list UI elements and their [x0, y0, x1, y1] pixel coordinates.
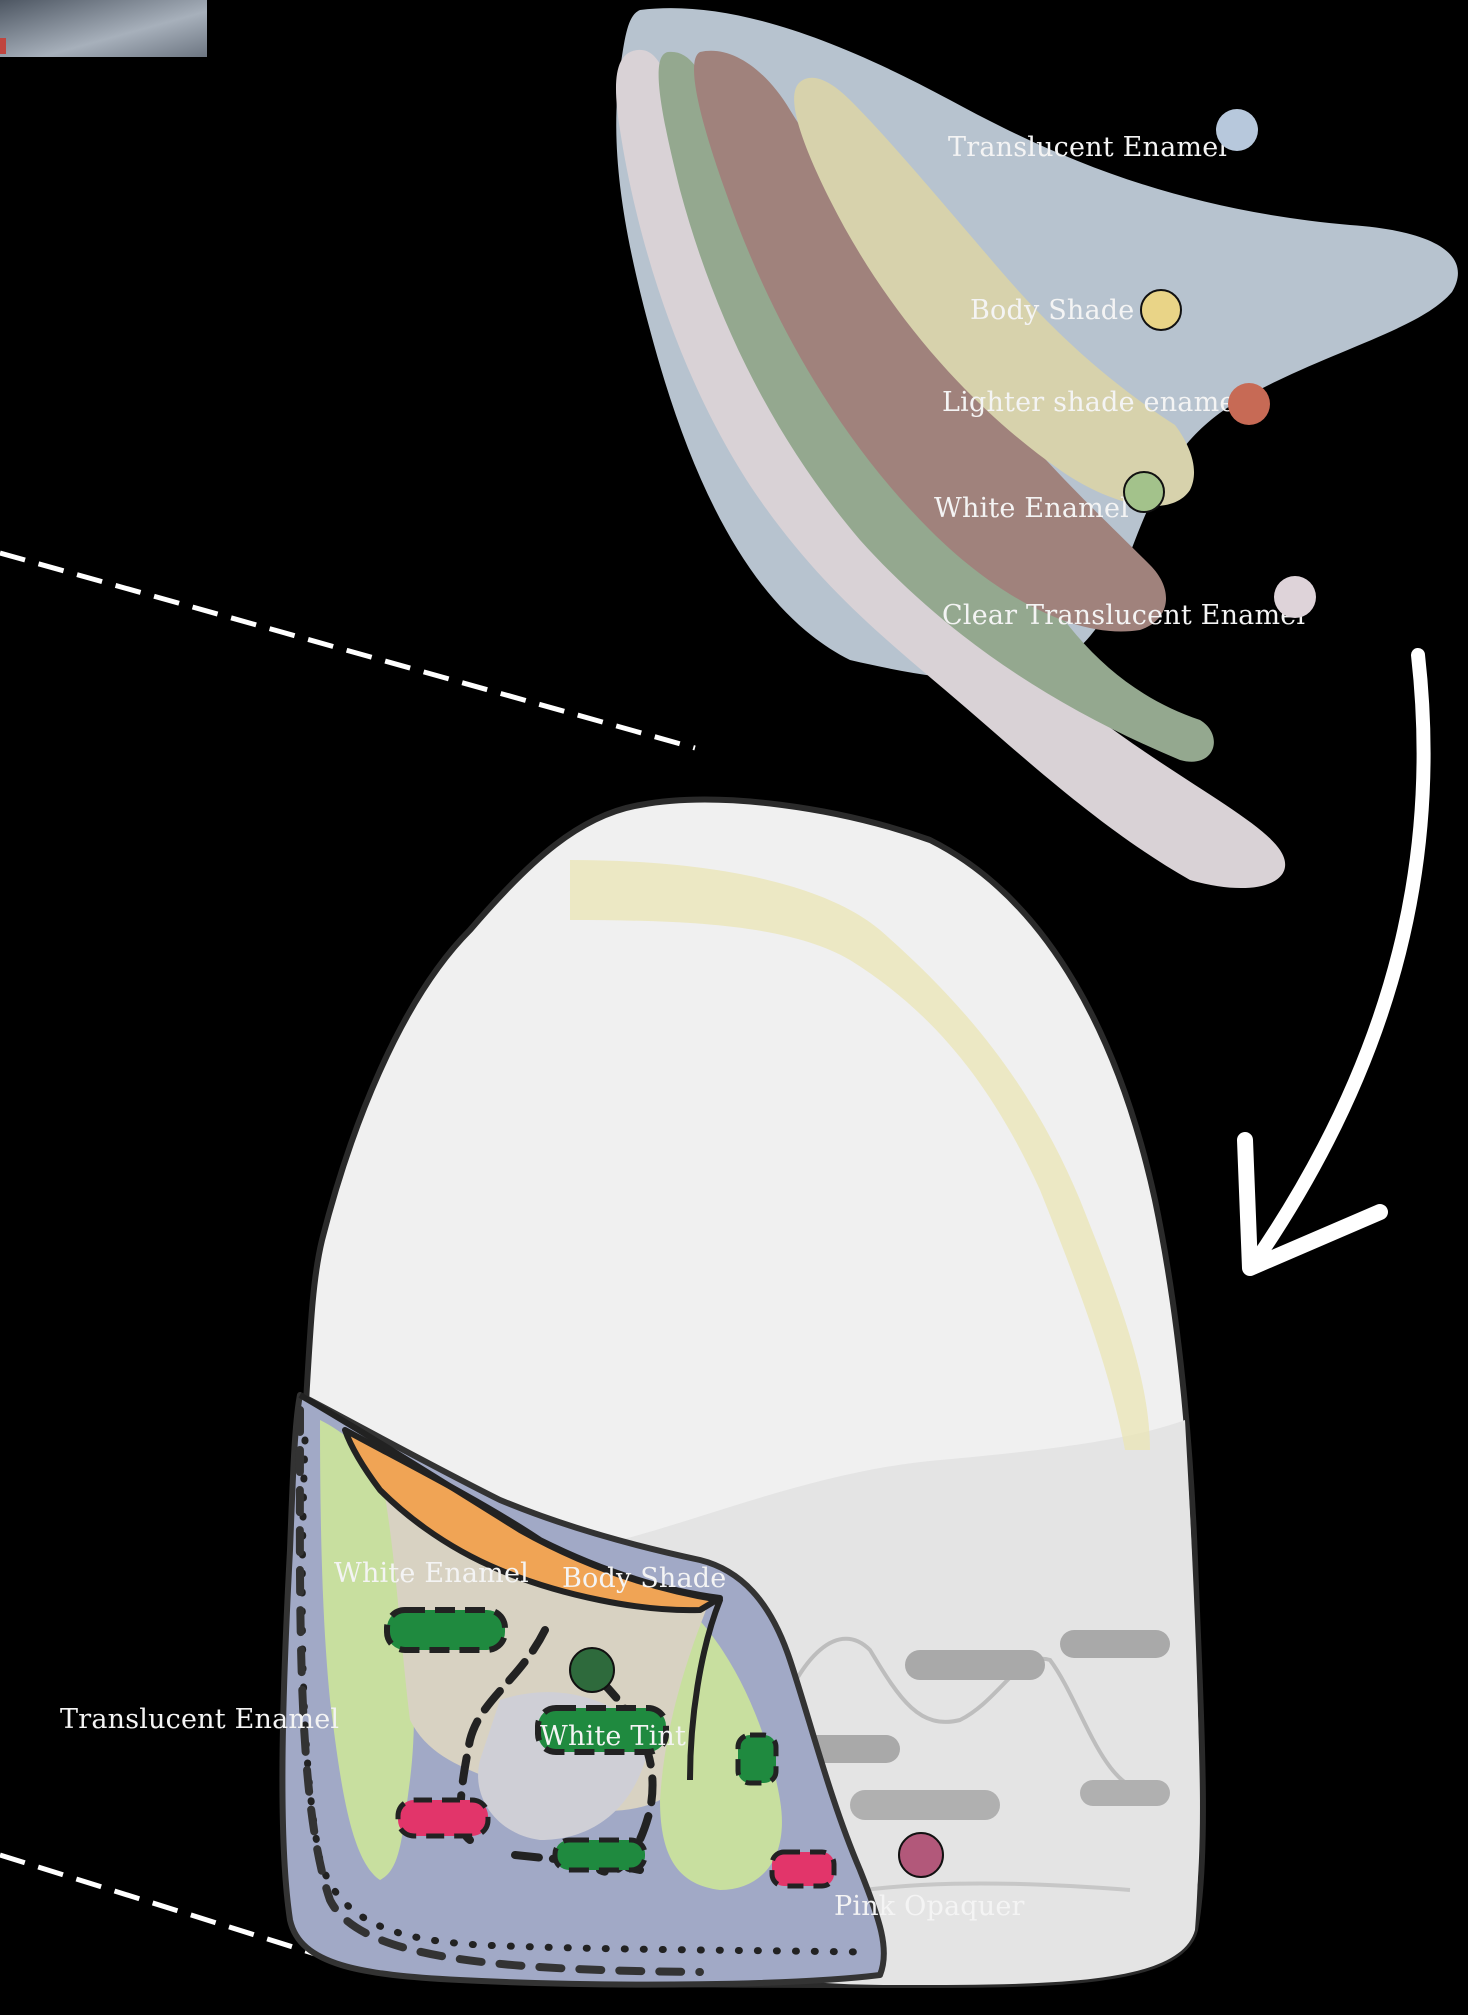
label-white-enamel: White Enamel	[334, 1560, 529, 1587]
transition-arrow	[1245, 655, 1424, 1268]
label-body-shade: Body Shade	[562, 1565, 726, 1592]
legend-swatch-lighter-shade-enamel	[1228, 383, 1270, 425]
photo-thumbnail	[0, 0, 207, 57]
legend-swatch-body-shade	[1140, 289, 1182, 331]
marker-pink-opaquer	[898, 1832, 944, 1878]
label-pink-opaquer: Pink Opaquer	[834, 1893, 1025, 1920]
legend-swatch-clear-translucent-enamel	[1274, 576, 1316, 618]
legend-label-clear-translucent-enamel: Clear Translucent Enamel	[942, 602, 1305, 629]
legend-label-body-shade: Body Shade	[970, 297, 1134, 324]
label-white-tint: White Tint	[540, 1723, 686, 1750]
legend-label-white-enamel: White Enamel	[934, 495, 1129, 522]
tooth-face	[282, 800, 1202, 1985]
label-translucent-enamel: Translucent Enamel	[60, 1706, 339, 1733]
guide-line-bottom	[0, 1855, 328, 1958]
marker-white-tint	[569, 1647, 615, 1693]
legend-swatch-white-enamel	[1123, 471, 1165, 513]
legend-label-translucent-enamel: Translucent Enamel	[948, 134, 1227, 161]
legend-label-lighter-shade-enamel: Lighter shade enamel	[942, 389, 1244, 416]
legend-swatch-translucent-enamel	[1216, 109, 1258, 151]
guide-line-top	[0, 553, 695, 748]
